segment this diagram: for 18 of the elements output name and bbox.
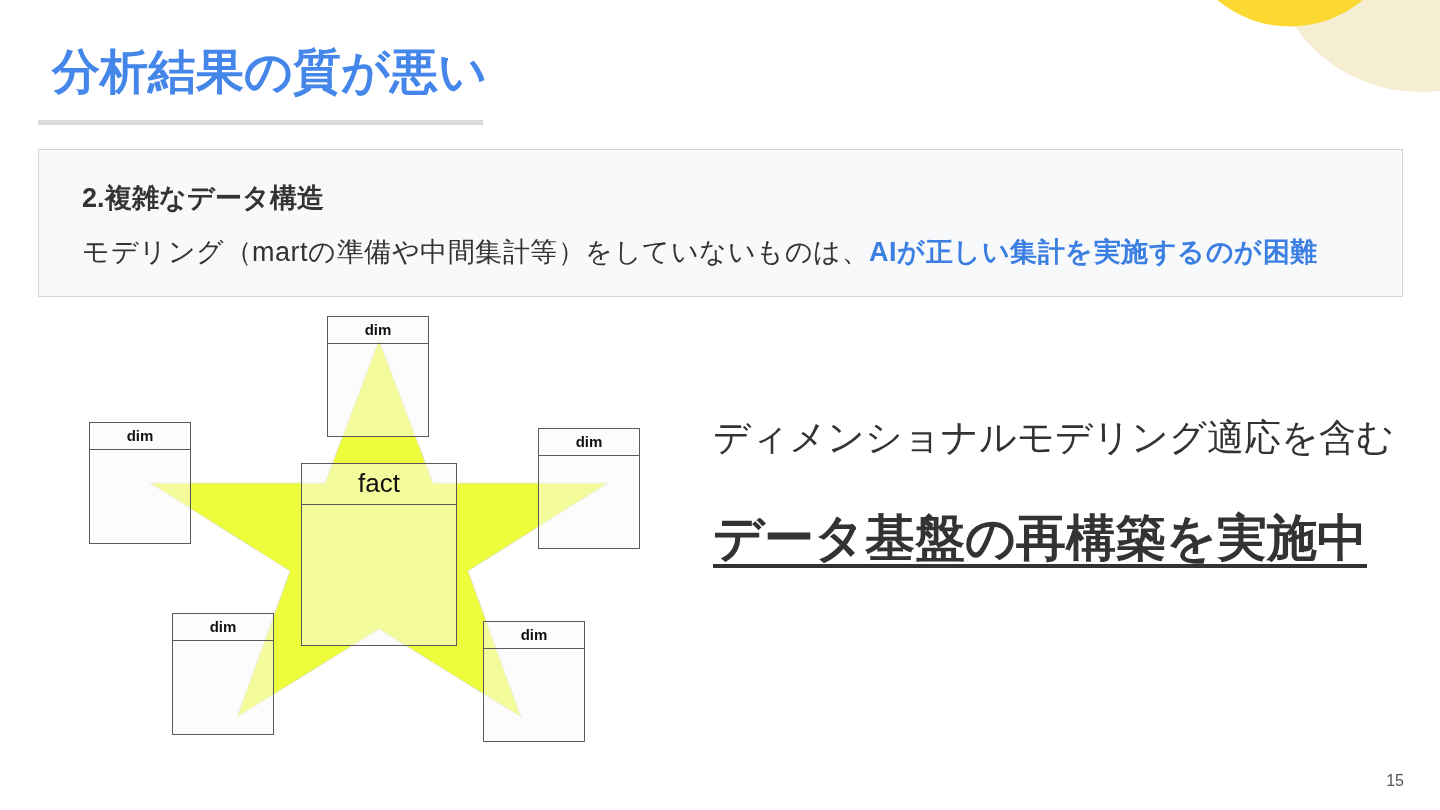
headline-text: データ基盤の再構築を実施中 <box>713 512 1367 568</box>
info-panel <box>38 149 1403 297</box>
table-header: fact <box>302 464 456 505</box>
table-box <box>172 613 274 735</box>
table-header: dim <box>90 423 190 450</box>
table-box <box>483 621 585 742</box>
table-box <box>327 316 429 437</box>
panel-heading: 2.複雑なデータ構造 <box>82 182 324 215</box>
table-header: dim <box>484 622 584 649</box>
subtitle-text: ディメンショナルモデリング適応を含む <box>713 416 1394 460</box>
table-header: dim <box>173 614 273 641</box>
table-header: dim <box>539 429 639 456</box>
page-number: 15 <box>1386 771 1404 791</box>
table-header: dim <box>328 317 428 344</box>
slide-title: 分析結果の質が悪い <box>52 44 487 100</box>
table-box <box>89 422 191 544</box>
table-box <box>538 428 640 549</box>
panel-text: モデリング（martの準備や中間集計等）をしていないものは、AIが正しい集計を実施するのが困難 <box>82 236 1318 269</box>
